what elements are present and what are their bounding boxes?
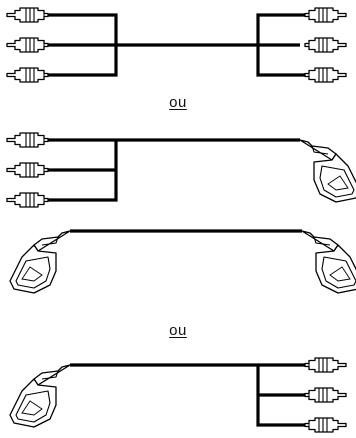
rca-to-scart-cable xyxy=(7,133,356,207)
rca-plug-icon xyxy=(7,8,48,22)
cable-lines xyxy=(48,138,300,202)
rca-plug-icon xyxy=(304,387,347,403)
scart-plug-icon xyxy=(300,140,356,202)
rca-to-rca-cable xyxy=(7,7,347,83)
scart-to-rca-cable xyxy=(9,357,347,433)
cable-lines xyxy=(48,13,305,77)
rca-plug-icon xyxy=(7,38,48,52)
scart-to-scart-cable xyxy=(9,229,356,294)
scart-plug-icon xyxy=(302,231,356,293)
scart-plug-icon xyxy=(9,364,71,428)
rca-plug-icon xyxy=(304,37,347,53)
rca-plug-icon xyxy=(304,7,347,23)
cable-lines xyxy=(70,363,305,427)
rca-plug-icon xyxy=(7,193,48,207)
scart-plug-icon xyxy=(9,230,71,294)
rca-plug-icon xyxy=(7,163,48,177)
rca-plug-icon xyxy=(7,68,48,82)
rca-plug-icon xyxy=(304,417,347,433)
rca-plug-icon xyxy=(304,67,347,83)
rca-plug-icon xyxy=(304,357,347,373)
rca-plug-icon xyxy=(7,133,48,147)
separator-label: ou xyxy=(169,94,187,111)
separator-label: ou xyxy=(169,322,187,339)
